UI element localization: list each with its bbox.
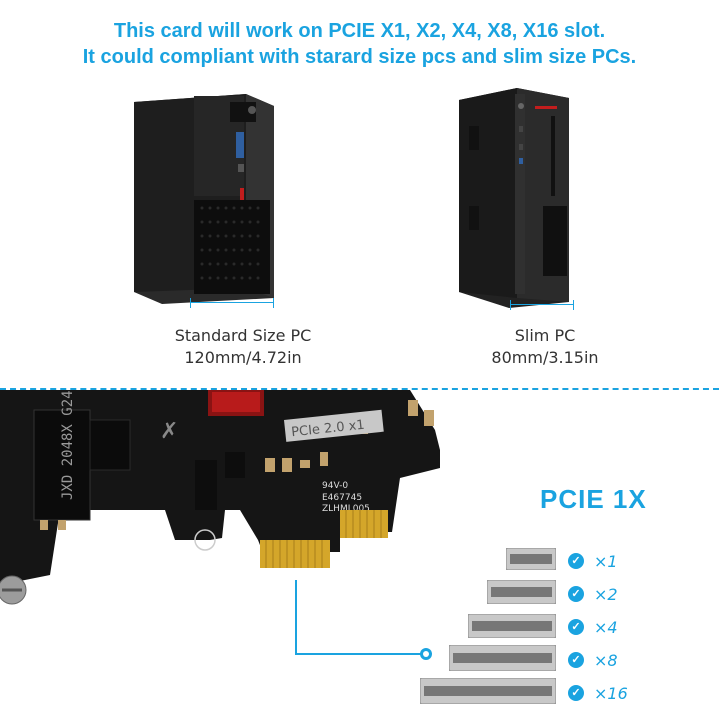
pcie-slot-x16-image <box>420 678 556 704</box>
check-icon: ✓ <box>568 652 584 668</box>
card-code-1: E467745 <box>322 493 362 503</box>
section-divider <box>0 388 719 390</box>
standard-pc-name: Standard Size PC <box>174 326 312 345</box>
check-icon: ✓ <box>568 553 584 569</box>
slim-pc-dimension-line <box>510 300 574 310</box>
main-chip <box>33 409 91 521</box>
check-icon: ✓ <box>568 586 584 602</box>
chip-text: JXD 2048X G2406S <box>60 390 76 500</box>
pcie-slot-x4-image <box>468 614 556 638</box>
slim-pc-image <box>459 88 569 308</box>
headline-line-1: This card will work on PCIE X1, X2, X4, … <box>113 20 606 42</box>
gold-contacts <box>260 510 388 568</box>
pcie-card-image: JXD 2048X G2406S ✗ PCIe 2.0 x1 94V-0 E46… <box>0 390 440 605</box>
standard-pc-image <box>134 94 274 304</box>
slim-pc-name: Slim PC <box>514 326 576 345</box>
svg-text:✗: ✗ <box>160 418 178 443</box>
slot-label-x1: ×1 <box>594 552 618 571</box>
pcie-slot-x2-image <box>487 580 556 604</box>
slot-label-x2: ×2 <box>594 585 618 604</box>
check-icon: ✓ <box>568 619 584 635</box>
standard-pc-size: 120mm/4.72in <box>184 348 302 367</box>
connector-line <box>295 580 432 660</box>
card-code-2: ZLHML005 <box>322 504 370 514</box>
card-rating: 94V-0 <box>322 481 348 491</box>
pcie-slot-x1-image <box>506 548 556 570</box>
check-icon: ✓ <box>568 685 584 701</box>
slot-label-x4: ×4 <box>594 618 618 637</box>
slim-pc-size: 80mm/3.15in <box>491 348 599 367</box>
pb-free-icon <box>194 529 216 551</box>
slot-label-x16: ×16 <box>594 684 628 703</box>
pcie-slot-x8-image <box>449 645 556 671</box>
pcie-title: PCIE 1X <box>540 484 647 514</box>
headline-line-2: It could compliant with starard size pcs… <box>82 46 637 68</box>
standard-pc-dimension-line <box>190 298 274 308</box>
slot-label-x8: ×8 <box>594 651 618 670</box>
card-label-sticker <box>283 409 384 442</box>
